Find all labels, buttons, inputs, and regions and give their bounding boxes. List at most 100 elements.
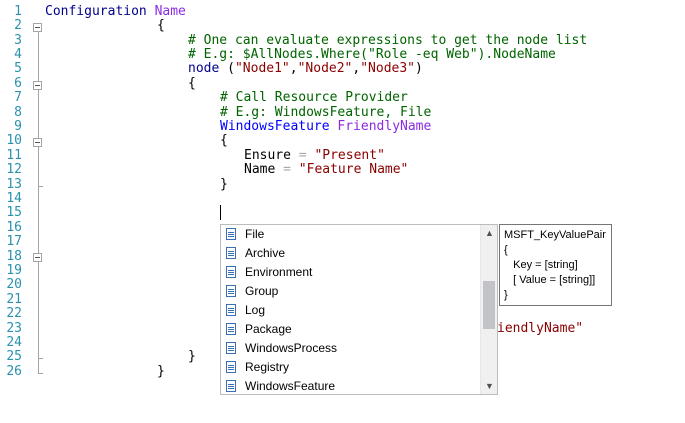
property-key: Name <box>244 162 276 177</box>
document-icon <box>226 323 236 335</box>
line-number: 25 <box>6 349 22 364</box>
document-icon <box>226 285 236 297</box>
tooltip-line: [ Value = [string]] <box>504 274 596 286</box>
document-icon <box>226 247 236 259</box>
line-number: 21 <box>6 292 22 307</box>
property-key: Ensure <box>244 148 291 163</box>
keyword: Configuration <box>45 4 147 19</box>
completion-item[interactable]: Environment <box>223 263 479 282</box>
string: "Present" <box>314 148 385 163</box>
code-line-7: # Call Resource Provider <box>220 90 408 105</box>
tooltip-line: } <box>504 289 508 301</box>
code-line-25: } <box>188 349 196 364</box>
line-number: 13 <box>6 177 22 192</box>
fold-guide <box>38 187 39 254</box>
document-icon <box>226 361 236 373</box>
collapse-toggle-icon[interactable] <box>33 81 42 90</box>
line-number: 7 <box>14 90 22 105</box>
line-number: 24 <box>6 335 22 350</box>
code-line-6: { <box>188 76 196 91</box>
fold-end <box>38 186 43 187</box>
string: "Node3" <box>360 61 416 76</box>
completion-scrollbar[interactable]: ▲ ▼ <box>480 225 497 394</box>
line-number: 1 <box>14 4 22 19</box>
line-number: 22 <box>6 306 22 321</box>
completion-item[interactable]: Group <box>223 282 479 301</box>
tooltip-line: MSFT_KeyValuePair <box>504 229 606 241</box>
punct: ( <box>219 61 235 76</box>
string: "Feature Name" <box>298 162 409 177</box>
text-cursor <box>220 205 221 220</box>
line-number: 10 <box>6 133 22 148</box>
completion-item[interactable]: Registry <box>223 358 479 377</box>
line-number: 11 <box>6 148 22 163</box>
punct: , <box>352 61 361 76</box>
comment-part: # E.g: $AllNodes.Where( <box>188 47 369 62</box>
operator: = <box>275 162 299 177</box>
code-line-11: Ensure = "Present" <box>244 148 385 163</box>
code-line-3: # One can evaluate expressions to get th… <box>188 33 588 48</box>
line-number: 14 <box>6 191 22 206</box>
code-line-2: { <box>157 18 165 33</box>
line-number: 26 <box>6 364 22 379</box>
collapse-toggle-icon[interactable] <box>33 23 42 32</box>
completion-item[interactable]: WindowsProcess <box>223 339 479 358</box>
punct: , <box>289 61 298 76</box>
collapse-toggle-icon[interactable] <box>33 253 42 262</box>
line-number: 16 <box>6 220 22 235</box>
line-number: 2 <box>14 18 22 33</box>
line-number: 12 <box>6 162 22 177</box>
comment-part: "Role -eq Web" <box>368 47 478 62</box>
line-number: 23 <box>6 321 22 336</box>
comment-part: ).NodeName <box>477 47 556 62</box>
line-number: 9 <box>14 119 22 134</box>
completion-item[interactable]: Archive <box>223 244 479 263</box>
code-line-10: { <box>220 133 228 148</box>
line-number: 17 <box>6 234 22 249</box>
line-number: 20 <box>6 277 22 292</box>
scroll-up-arrow-icon[interactable]: ▲ <box>485 228 494 238</box>
scroll-down-arrow-icon[interactable]: ▼ <box>485 381 494 391</box>
completion-tooltip: MSFT_KeyValuePair { Key = [string] [ Val… <box>499 224 612 306</box>
tooltip-line: Key = [string] <box>504 259 578 271</box>
code-line-1: Configuration Name <box>45 4 186 19</box>
completion-item[interactable]: Package <box>223 320 479 339</box>
string: "Node1" <box>234 61 290 76</box>
string: "Node2" <box>297 61 353 76</box>
code-line-23: iendlyName" <box>497 321 584 336</box>
tooltip-line: { <box>504 244 508 256</box>
completion-item[interactable]: Log <box>223 301 479 320</box>
line-number: 15 <box>6 205 22 220</box>
completion-list[interactable]: File Archive Environment Group Log Packa… <box>220 224 498 395</box>
document-icon <box>226 342 236 354</box>
code-line-5: node ("Node1","Node2","Node3") <box>188 61 423 76</box>
keyword: node <box>188 61 220 76</box>
completion-item[interactable]: File <box>223 225 479 244</box>
resource-name: FriendlyName <box>337 119 432 134</box>
fold-guide <box>38 359 39 374</box>
line-number: 19 <box>6 263 22 278</box>
completion-item[interactable]: WindowsFeature <box>223 377 479 396</box>
line-number: 18 <box>6 249 22 264</box>
collapse-toggle-icon[interactable] <box>33 138 42 147</box>
fold-end <box>38 358 43 359</box>
line-number: 4 <box>14 47 22 62</box>
line-number: 6 <box>14 76 22 91</box>
line-number: 8 <box>14 105 22 120</box>
code-line-13: } <box>220 177 228 192</box>
operator: = <box>290 148 315 163</box>
code-line-4: # E.g: $AllNodes.Where("Role -eq Web").N… <box>188 47 556 62</box>
document-icon <box>226 304 236 316</box>
code-line-8: # E.g: WindowsFeature, File <box>220 105 432 120</box>
fold-guide <box>38 90 39 138</box>
fold-guide <box>38 32 39 81</box>
line-number: 5 <box>14 61 22 76</box>
code-line-9: WindowsFeature FriendlyName <box>220 119 432 134</box>
fold-guide <box>38 262 39 359</box>
punct: ) <box>415 61 423 76</box>
document-icon <box>226 266 236 278</box>
scroll-thumb[interactable] <box>483 281 495 329</box>
configuration-name: Name <box>154 4 186 19</box>
code-line-12: Name = "Feature Name" <box>244 162 409 177</box>
